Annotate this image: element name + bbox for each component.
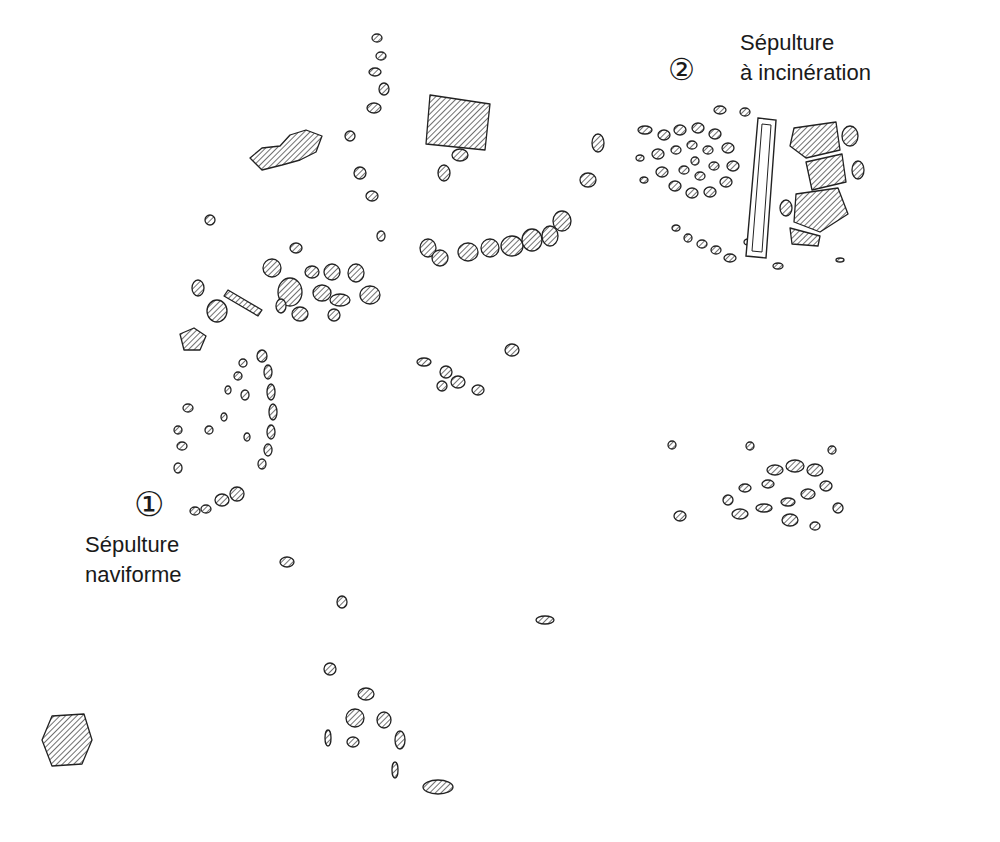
burial-label: Sépulture à incinération <box>740 28 871 88</box>
callout-number: ② <box>668 52 695 88</box>
callout-number: ① <box>134 484 164 524</box>
burial-label: Sépulture naviforme <box>85 530 182 590</box>
